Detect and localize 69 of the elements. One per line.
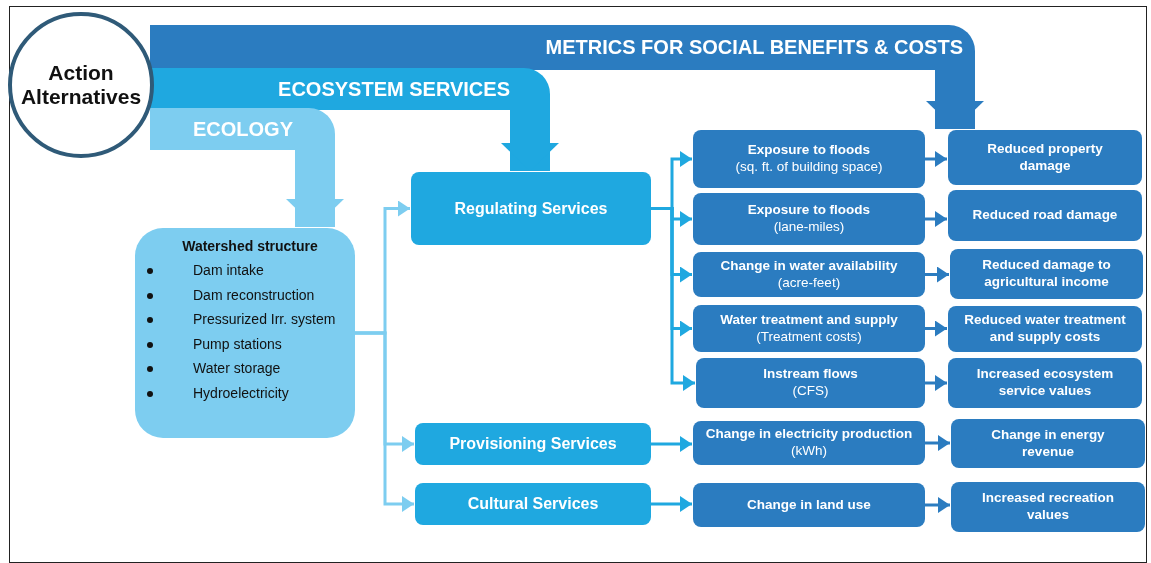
structure-box [135,228,355,438]
arrow [925,497,950,513]
box-label: Reduced road damage [972,207,1118,224]
arrow [925,375,947,391]
box-label: Change in electricity production [705,426,913,443]
benefit-box [951,419,1145,468]
metric-box [693,305,925,352]
benefit-box [951,482,1145,532]
metric-box [693,483,925,527]
box-label: Reduced damage to agricultural income [981,257,1112,291]
benefit-box [948,358,1142,408]
list-item: Hydroelectricity [192,383,289,403]
list-item: Water storage [192,359,281,378]
box-label: Instream flows [763,366,858,383]
service-box [415,483,651,525]
metric-box [696,358,925,408]
band-arrow [501,110,559,171]
metric-box [693,130,925,188]
band-title: ECOLOGY [193,117,293,141]
metric-box [693,421,925,465]
arrow [925,435,950,451]
list-item: Dam intake [192,261,264,280]
box-label: Regulating Services [454,198,608,219]
band-title: ECOSYSTEM SERVICES [278,77,510,101]
arrow [651,436,692,452]
unit-note: (kWh) [791,443,827,460]
band-title: METRICS FOR SOCIAL BENEFITS & COSTS [545,36,963,59]
arrow [651,496,692,512]
unit-note: (acre-feet) [777,274,841,292]
benefit-box [948,130,1142,185]
metric-box [693,193,925,245]
unit-note: (CFS) [792,383,829,400]
unit-note: (Treatment costs) [756,328,862,346]
category-band [150,68,550,110]
list-item: Pump stations [192,334,282,354]
box-heading: Watershed structure [181,238,319,254]
list-item: Dam reconstruction [192,285,315,305]
service-box [411,172,651,245]
arrow [925,266,949,283]
service-box [415,423,651,465]
box-label: Increased ecosystem service values [975,366,1115,400]
box-label: Change in water availability [720,257,898,275]
band-arrow [286,150,344,227]
box-label: Exposure to floods [747,142,871,159]
benefit-box [948,306,1142,352]
circle-label: Action Alternatives [19,60,143,110]
box-label: Provisioning Services [449,434,617,454]
band-arrow [926,70,984,129]
box-label: Water treatment and supply [720,311,898,329]
benefit-box [950,249,1143,299]
arrow [651,207,695,391]
box-label: Change in land use [747,496,871,514]
category-band [150,25,975,70]
box-label: Reduced water treatment and supply costs [963,312,1127,346]
metric-box [693,252,925,297]
box-label: Cultural Services [467,494,599,514]
box-label: Increased recreation values [980,490,1116,524]
arrow [925,211,947,227]
arrow [925,151,947,167]
arrow [925,320,947,337]
unit-note: (sq. ft. of building space) [735,159,883,176]
list-item: Pressurized Irr. system [192,310,336,329]
arrow [355,331,414,512]
box-label: Exposure to floods [747,202,871,219]
benefit-box [948,190,1142,241]
category-band [150,108,335,150]
unit-note: (lane-miles) [773,219,845,236]
box-label: Reduced property damage [986,140,1104,175]
box-label: Change in energy revenue [990,426,1106,461]
